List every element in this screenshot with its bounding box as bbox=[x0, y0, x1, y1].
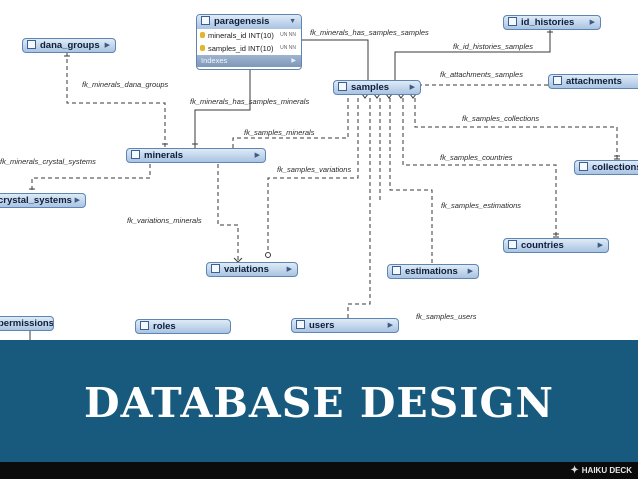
table-users[interactable]: users ▶ bbox=[291, 318, 399, 333]
table-icon bbox=[579, 162, 588, 171]
chevron-right-icon: ▶ bbox=[291, 58, 296, 64]
chevron-right-icon: ▶ bbox=[387, 322, 393, 329]
er-diagram: dana_groups ▶ paragenesis ▼ minerals_id … bbox=[0, 14, 638, 340]
markers-misc bbox=[29, 31, 553, 190]
relation-label: fk_samples_minerals bbox=[244, 128, 315, 137]
crowfoot-samples bbox=[361, 93, 417, 99]
chevron-right-icon: ▶ bbox=[597, 242, 603, 249]
table-icon bbox=[211, 264, 220, 273]
table-icon bbox=[27, 40, 36, 49]
chevron-right-icon: ▶ bbox=[286, 266, 292, 273]
relation-label: fk_variations_minerals bbox=[127, 216, 202, 225]
line-paragenesis-samples bbox=[302, 39, 369, 80]
relation-label: fk_samples_collections bbox=[462, 114, 540, 123]
title-banner bbox=[0, 340, 638, 462]
table-icon bbox=[338, 82, 347, 91]
chevron-down-icon: ▼ bbox=[289, 18, 296, 25]
marker-countries bbox=[553, 233, 559, 238]
table-permissions[interactable]: permissions bbox=[0, 316, 54, 331]
line-paragenesis-minerals bbox=[194, 70, 251, 148]
table-collections[interactable]: collections bbox=[574, 160, 638, 175]
key-icon bbox=[200, 45, 205, 51]
optional-marker-variations bbox=[265, 252, 271, 258]
relation-label: fk_id_histories_samples bbox=[453, 42, 534, 51]
chevron-right-icon: ▶ bbox=[104, 42, 110, 49]
line-minerals-crystal-systems bbox=[31, 164, 151, 193]
chevron-right-icon: ▶ bbox=[254, 152, 260, 159]
table-icon bbox=[296, 320, 305, 329]
line-minerals-variations bbox=[217, 164, 239, 262]
indexes-section[interactable]: Indexes ▶ bbox=[197, 55, 301, 67]
relationship-lines bbox=[29, 28, 620, 340]
column-row: minerals_id INT(10) UN NN bbox=[197, 29, 301, 42]
line-samples-variations bbox=[267, 98, 359, 252]
chevron-right-icon: ▶ bbox=[467, 268, 473, 275]
table-crystal-systems[interactable]: crystal_systems ▶ bbox=[0, 193, 86, 208]
table-countries[interactable]: countries ▶ bbox=[503, 238, 609, 253]
relation-label: fk_attachments_samples bbox=[440, 70, 523, 79]
line-samples-countries bbox=[402, 98, 557, 238]
key-icon bbox=[200, 32, 205, 38]
line-samples-users bbox=[347, 98, 371, 318]
table-icon bbox=[131, 150, 140, 159]
table-variations[interactable]: variations ▶ bbox=[206, 262, 298, 277]
line-dana-groups-minerals bbox=[66, 52, 166, 148]
relation-label: fk_samples_countries bbox=[440, 153, 513, 162]
table-dana-groups[interactable]: dana_groups ▶ bbox=[22, 38, 116, 53]
line-samples-collections bbox=[414, 98, 618, 160]
relation-label: fk_samples_users bbox=[416, 312, 477, 321]
relation-label: fk_minerals_has_samples_samples bbox=[310, 28, 429, 37]
slide-title: DATABASE DESIGN bbox=[84, 379, 554, 427]
table-icon bbox=[508, 17, 517, 26]
table-icon bbox=[201, 16, 210, 25]
brand-badge: ✦HAIKU DECK bbox=[570, 463, 632, 478]
line-samples-estimations bbox=[389, 98, 433, 264]
table-icon bbox=[508, 240, 517, 249]
brand-label: HAIKU DECK bbox=[581, 466, 632, 475]
table-attachments[interactable]: attachments bbox=[548, 74, 638, 89]
chevron-right-icon: ▶ bbox=[589, 19, 595, 26]
marker-collections bbox=[614, 155, 620, 160]
relation-label: fk_samples_variations bbox=[277, 165, 352, 174]
relation-label: fk_minerals_has_samples_minerals bbox=[190, 97, 310, 106]
footer-bar bbox=[0, 462, 638, 479]
table-minerals[interactable]: minerals ▶ bbox=[126, 148, 266, 163]
paragenesis-header: paragenesis ▼ bbox=[197, 15, 301, 29]
relation-label: fk_samples_estimations bbox=[441, 201, 522, 210]
column-row: samples_id INT(10) UN NN bbox=[197, 42, 301, 55]
table-icon bbox=[140, 321, 149, 330]
relation-label: fk_minerals_dana_groups bbox=[82, 80, 169, 89]
table-samples[interactable]: samples ▶ bbox=[333, 80, 421, 95]
relation-label: fk_minerals_crystal_systems bbox=[0, 157, 96, 166]
table-paragenesis[interactable]: paragenesis ▼ minerals_id INT(10) UN NN … bbox=[196, 14, 302, 70]
table-icon bbox=[392, 266, 401, 275]
table-estimations[interactable]: estimations ▶ bbox=[387, 264, 479, 279]
chevron-right-icon: ▶ bbox=[74, 197, 80, 204]
chevron-right-icon: ▶ bbox=[409, 84, 415, 91]
table-id-histories[interactable]: id_histories ▶ bbox=[503, 15, 601, 30]
table-roles[interactable]: roles bbox=[135, 319, 231, 334]
table-icon bbox=[553, 76, 562, 85]
haiku-deck-logo-icon: ✦ bbox=[570, 465, 579, 476]
line-id-histories-samples bbox=[394, 28, 551, 80]
